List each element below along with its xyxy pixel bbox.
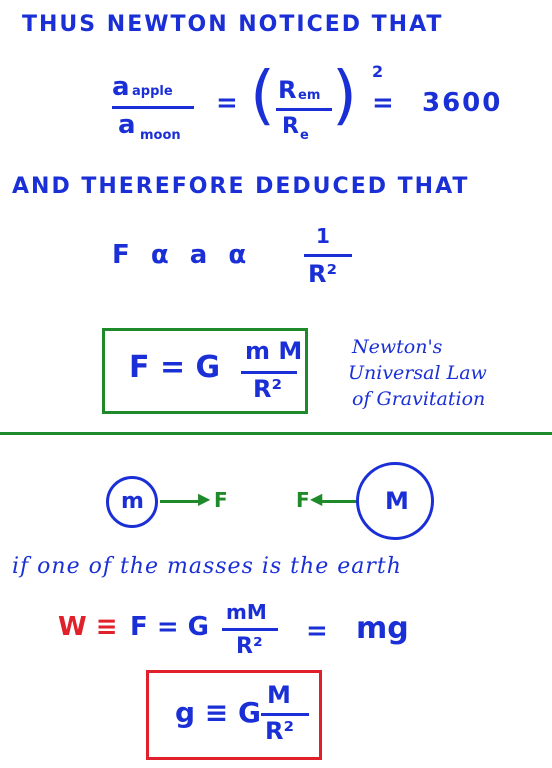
eq1-numerator: a (112, 72, 130, 102)
law-note-line-1: Newton's (352, 336, 443, 358)
law-note-line-2: Universal Law (348, 362, 487, 384)
eq1-exponent: 2 (372, 62, 384, 81)
eq3-fraction-bar (222, 628, 278, 631)
eq2-numerator: 1 (316, 224, 330, 248)
arrow-head-right-icon: ▶ (198, 489, 211, 508)
earth-mass-sentence: if one of the masses is the earth (12, 554, 402, 579)
eq2-fraction-bar (304, 254, 352, 257)
section-divider (0, 432, 552, 435)
law-note-line-3: of Gravitation (352, 388, 486, 410)
eq3-denominator: R² (236, 634, 263, 659)
gravity-acceleration-box: g ≡ G M R² (146, 670, 322, 760)
law-denominator: R² (253, 375, 282, 403)
small-mass-label: m (121, 489, 144, 514)
g-numerator: M (267, 681, 291, 709)
large-mass-circle: M (356, 462, 434, 540)
eq1-denominator: a (118, 110, 136, 140)
eq1-fraction-bar (112, 106, 194, 109)
law-fraction-bar (241, 371, 297, 374)
eq1-paren-denominator-sub: e (300, 128, 309, 143)
eq1-left-paren: ( (250, 59, 275, 133)
g-denominator: R² (265, 717, 294, 745)
eq1-paren-numerator: R (278, 76, 297, 104)
eq1-equals: = (216, 88, 238, 118)
eq3-rhs: mg (356, 611, 409, 646)
force-arrow-right (160, 500, 204, 503)
eq1-numerator-sub: apple (132, 84, 173, 99)
heading-newton-noticed: THUS NEWTON NOTICED THAT (22, 12, 444, 37)
arrow-head-left-icon: ◀ (310, 489, 323, 508)
force-arrow-left (318, 500, 358, 503)
heading-therefore-deduced: AND THEREFORE DEDUCED THAT (12, 174, 470, 199)
force-label-right: F (214, 488, 228, 512)
law-lhs: F = G (129, 350, 221, 385)
gravitation-law-box: F = G m M R² (102, 328, 308, 414)
eq1-denominator-sub: moon (140, 128, 181, 143)
eq3-equals: = (306, 616, 328, 646)
eq3-numerator: mM (226, 600, 267, 624)
eq1-paren-fraction-bar (276, 108, 332, 111)
eq2-lhs: F α a α (112, 240, 253, 270)
g-lhs: g ≡ G (175, 696, 261, 729)
eq1-paren-numerator-sub: em (298, 88, 321, 103)
eq3-lhs: F = G (130, 612, 209, 642)
eq1-result: 3600 (422, 88, 503, 118)
law-numerator: m M (245, 337, 303, 365)
large-mass-label: M (385, 487, 409, 515)
small-mass-circle: m (106, 476, 158, 528)
eq1-equals-2: = (372, 88, 394, 118)
weight-symbol: W ≡ (58, 612, 118, 642)
eq1-right-paren: ) (332, 59, 357, 133)
g-fraction-bar (261, 713, 309, 716)
force-label-left: F (296, 488, 310, 512)
eq1-paren-denominator: R (282, 114, 299, 139)
eq2-denominator: R² (308, 260, 337, 288)
